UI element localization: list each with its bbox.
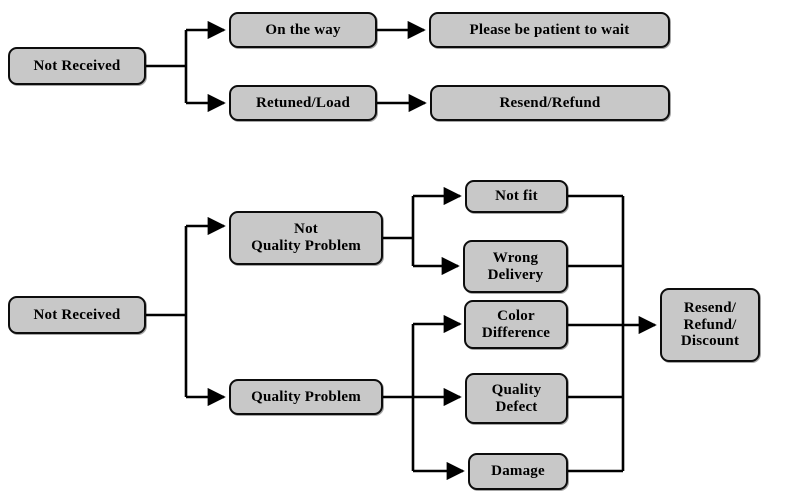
node-not-received-bottom[interactable]: Not Received: [8, 296, 146, 334]
node-quality-defect[interactable]: Quality Defect: [465, 373, 568, 424]
node-label: Not Quality Problem: [251, 221, 361, 254]
node-wrong-delivery[interactable]: Wrong Delivery: [463, 240, 568, 293]
node-label: Resend/Refund: [499, 94, 601, 111]
node-label: Please be patient to wait: [469, 21, 630, 38]
node-not-received-top[interactable]: Not Received: [8, 47, 146, 85]
node-label: Wrong Delivery: [487, 249, 544, 283]
node-label: On the way: [265, 21, 341, 38]
node-not-fit[interactable]: Not fit: [465, 180, 568, 213]
node-retuned-load[interactable]: Retuned/Load: [229, 85, 377, 121]
node-color-difference[interactable]: Color Difference: [464, 300, 568, 349]
node-label: Not fit: [495, 188, 538, 205]
node-resend-refund[interactable]: Resend/Refund: [430, 85, 670, 121]
node-label: Color Difference: [481, 307, 551, 341]
node-not-quality-problem[interactable]: Not Quality Problem: [229, 211, 383, 265]
node-damage[interactable]: Damage: [468, 453, 568, 490]
node-label: Quality Defect: [491, 381, 542, 415]
node-label: Quality Problem: [251, 388, 361, 405]
node-label: Not Received: [33, 306, 121, 323]
node-please-be-patient-to-wait[interactable]: Please be patient to wait: [429, 12, 670, 48]
node-label: Retuned/Load: [255, 94, 351, 111]
node-label: Damage: [491, 463, 545, 480]
node-label: Resend/ Refund/ Discount: [680, 299, 740, 350]
node-on-the-way[interactable]: On the way: [229, 12, 377, 48]
node-label: Not Received: [33, 57, 121, 74]
node-resend-refund-discount[interactable]: Resend/ Refund/ Discount: [660, 288, 760, 362]
node-quality-problem[interactable]: Quality Problem: [229, 379, 383, 415]
